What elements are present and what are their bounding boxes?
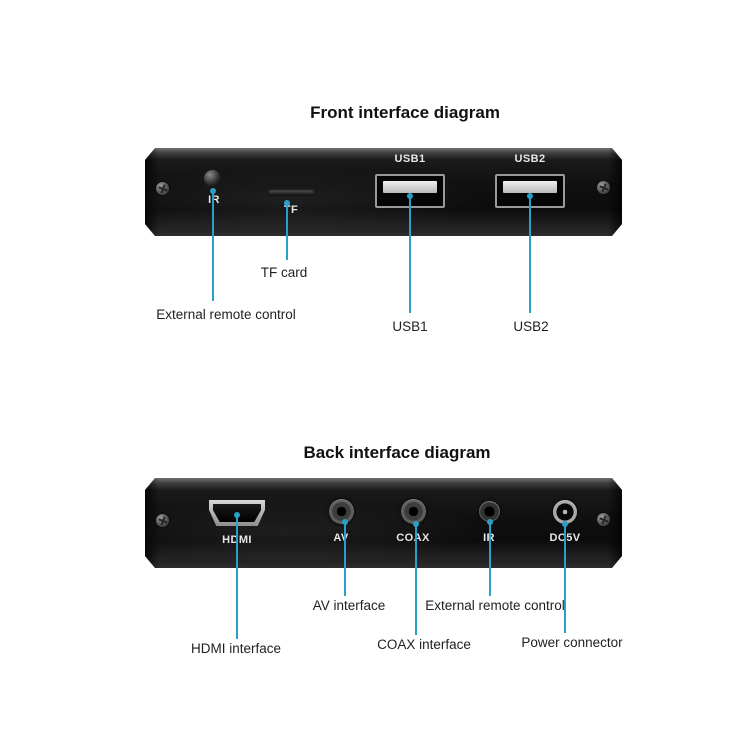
callout-line-power [564, 524, 566, 633]
back-panel: HDMI AV COAX IR DC5V [145, 478, 622, 568]
callout-line-tf [286, 203, 288, 260]
back-diagram-title: Back interface diagram [303, 443, 491, 462]
callout-label-coax-interface: COAX interface [377, 637, 471, 652]
callout-label-power-connector: Power connector [521, 635, 623, 650]
callout-dot-ir-front [210, 188, 216, 194]
callout-label-hdmi-interface: HDMI interface [190, 641, 282, 656]
ir-jack-icon [479, 501, 500, 522]
coax-jack-icon [401, 499, 426, 524]
callout-label-tf-card: TF card [260, 265, 308, 280]
callout-line-coax [415, 524, 417, 635]
usb2-panel-label: USB2 [514, 153, 546, 165]
callout-dot-ir-back [487, 519, 493, 525]
callout-dot-usb2 [527, 193, 533, 199]
callout-dot-power [562, 521, 568, 527]
dc-power-jack-icon [553, 500, 577, 524]
front-panel: IR TF USB1 USB2 [145, 148, 622, 236]
callout-dot-av [342, 519, 348, 525]
av-panel-label: AV [333, 532, 349, 544]
screw-icon [156, 182, 169, 195]
screw-icon [597, 513, 610, 526]
usb-tongue [503, 181, 557, 193]
screw-icon [597, 181, 610, 194]
usb1-panel-label: USB1 [394, 153, 426, 165]
coax-panel-label: COAX [396, 532, 430, 544]
callout-line-ir-front [212, 191, 214, 301]
callout-label-av-interface: AV interface [312, 598, 386, 613]
ir-receiver-icon [204, 170, 221, 187]
callout-line-ir-back [489, 522, 491, 596]
callout-dot-usb1 [407, 193, 413, 199]
callout-line-av [344, 522, 346, 596]
av-jack-icon [329, 499, 354, 524]
callout-line-usb2 [529, 196, 531, 313]
callout-dot-coax [413, 521, 419, 527]
callout-label-external-remote-front: External remote control [156, 307, 296, 322]
callout-label-usb2: USB2 [513, 319, 549, 334]
callout-label-usb1: USB1 [392, 319, 428, 334]
tf-card-slot-icon [268, 189, 315, 196]
ir-panel-label: IR [208, 194, 220, 206]
front-diagram-title: Front interface diagram [310, 103, 500, 122]
screw-icon [156, 514, 169, 527]
callout-line-usb1 [409, 196, 411, 313]
usb-tongue [383, 181, 437, 193]
tf-panel-label: TF [283, 204, 299, 216]
ir-panel-label-back: IR [474, 532, 504, 544]
callout-dot-hdmi [234, 512, 240, 518]
callout-dot-tf [284, 200, 290, 206]
callout-label-external-remote-back: External remote control [425, 598, 565, 613]
callout-line-hdmi [236, 515, 238, 639]
